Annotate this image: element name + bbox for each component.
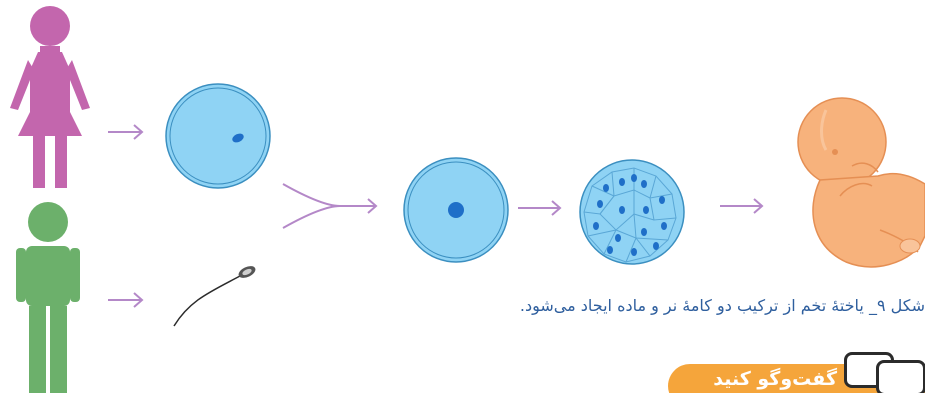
zygote-icon [404, 158, 508, 262]
fetus-icon [798, 98, 925, 267]
male-figure-icon [16, 202, 80, 393]
female-figure-icon [10, 6, 90, 188]
discussion-banner: گفت‌وگو کنید [668, 352, 925, 393]
discussion-title: گفت‌وگو کنید [713, 368, 837, 390]
arrow-morula-to-fetus [720, 199, 762, 213]
egg-cell-icon [166, 84, 270, 188]
arrow-female-to-egg [108, 125, 142, 139]
arrow-zygote-to-morula [518, 201, 560, 215]
arrow-male-to-sperm [108, 293, 142, 307]
figure-caption: شکل ۹_ یاختهٔ تخم از ترکیب دو کامهٔ نر و… [365, 296, 925, 315]
speech-bubble-icon [876, 360, 925, 393]
sperm-cell-icon [174, 264, 257, 326]
merge-arrow [283, 184, 376, 228]
morula-icon [580, 160, 684, 264]
